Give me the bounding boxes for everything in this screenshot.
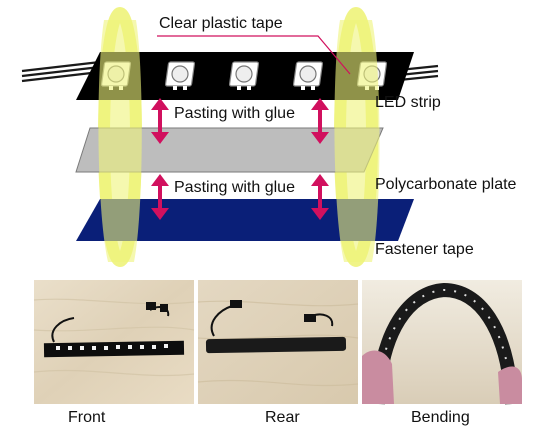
polycarbonate-plate-label: Polycarbonate plate [375, 176, 517, 193]
double-arrow-icon [311, 174, 329, 220]
double-arrow-icon [151, 98, 169, 144]
photo-caption-bending: Bending [411, 409, 470, 426]
photo-rear [197, 280, 359, 404]
led-strip-label: LED strip [375, 94, 441, 111]
led-chip-icon [228, 61, 260, 90]
photo-caption-rear: Rear [265, 409, 300, 426]
clear-tape-leader-line [157, 35, 351, 75]
double-arrow-icon [311, 98, 329, 144]
led-chip-icon [292, 61, 324, 90]
pasting-with-glue-label-bottom: Pasting with glue [174, 179, 295, 196]
clear-tape-ring-right [334, 20, 380, 262]
photo-bending [362, 280, 522, 405]
clear-tape-ring-left [98, 20, 142, 262]
led-chip-icon [164, 61, 196, 90]
clear-plastic-tape-label: Clear plastic tape [159, 15, 283, 32]
photo-front [33, 280, 195, 404]
double-arrow-icon [151, 174, 169, 220]
fastener-tape-label: Fastener tape [375, 241, 474, 258]
photo-caption-front: Front [68, 409, 106, 426]
pasting-with-glue-label-top: Pasting with glue [174, 105, 295, 122]
